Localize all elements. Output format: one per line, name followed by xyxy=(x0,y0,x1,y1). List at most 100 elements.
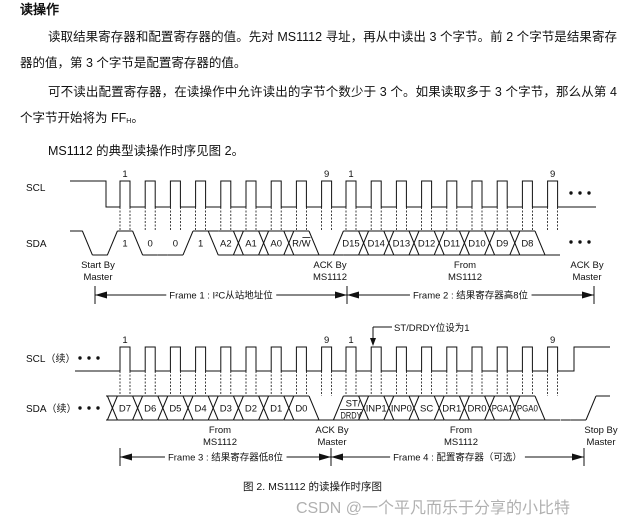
sda-bit-label: D13 xyxy=(393,239,410,250)
sda-bit-label: D12 xyxy=(418,239,435,250)
continuation-dot xyxy=(587,240,591,244)
hex-subscript: H xyxy=(126,118,132,125)
section-heading: 读操作 xyxy=(20,2,60,17)
sda-bit-label: 0 xyxy=(148,239,153,250)
clock-number-label: 9 xyxy=(550,335,555,346)
sda-transition xyxy=(308,395,320,421)
sda-bit-label: D14 xyxy=(367,239,384,250)
sda-bit-label: R/W xyxy=(292,239,311,250)
scl-label: SCL xyxy=(26,183,46,194)
sda-transition xyxy=(458,395,470,421)
clock-number-label: 1 xyxy=(348,335,353,346)
sda-transition xyxy=(408,395,420,421)
sda-transition xyxy=(106,230,118,256)
annotation-label: Master xyxy=(317,437,346,448)
sda-transition xyxy=(332,395,344,421)
sda-bit-label: 1 xyxy=(122,239,127,250)
sda-bit-label: DRDY xyxy=(341,411,363,422)
sda-transition xyxy=(182,395,194,421)
sda-bit-label: D1 xyxy=(270,404,282,415)
sda-transition xyxy=(509,395,521,421)
arrow-right-icon xyxy=(319,453,331,461)
sda-transition xyxy=(358,230,370,256)
sda-transition xyxy=(433,230,445,256)
annotation-label: ACK By xyxy=(570,260,604,271)
continuation-dot xyxy=(569,191,573,195)
annotation-label: ACK By xyxy=(313,260,347,271)
sda-bit-label: D8 xyxy=(521,239,533,250)
sda-bit-label: A1 xyxy=(245,239,257,250)
sda-bit-label: D11 xyxy=(443,239,460,250)
annotation-label: Start By xyxy=(81,260,115,271)
sda-bit-label: A0 xyxy=(270,239,282,250)
sda-bit-label: INP0 xyxy=(391,404,412,415)
continuation-dot xyxy=(578,240,582,244)
sda-transition xyxy=(182,230,194,256)
sda-transition xyxy=(207,230,219,256)
frame-label-background xyxy=(166,289,277,302)
clock-number-label: 1 xyxy=(122,169,127,180)
arrow-down-icon xyxy=(370,338,376,346)
frame-label-background xyxy=(164,451,287,464)
sda-transition xyxy=(132,230,144,256)
clock-number-label: 1 xyxy=(348,169,353,180)
annotation-label: MS1112 xyxy=(444,437,478,448)
arrow-left-icon xyxy=(347,291,359,299)
paragraph-read-description: 读取结果寄存器和配置寄存器的值。先对 MS1112 寻址，再从中读出 3 个字节… xyxy=(20,30,617,70)
sda-bit-label: D6 xyxy=(144,404,156,415)
arrow-right-icon xyxy=(335,291,347,299)
continuation-dot xyxy=(96,356,100,360)
annotation-label: From xyxy=(450,425,472,436)
arrow-right-icon xyxy=(572,453,584,461)
annotation-label: MS1112 xyxy=(203,437,237,448)
annotation-label: ACK By xyxy=(315,425,349,436)
sda-bit-label: D2 xyxy=(245,404,257,415)
sda-bit-label: D5 xyxy=(169,404,181,415)
sda-bit-label: 1 xyxy=(198,239,203,250)
sda-bit-label: A2 xyxy=(220,239,232,250)
frame-label-background xyxy=(409,289,532,302)
annotation-label: Stop By xyxy=(584,425,618,436)
paragraph-figure-reference: MS1112 的典型读操作时序见图 2。 xyxy=(48,144,245,158)
arrow-left-icon xyxy=(120,453,132,461)
sda-transition xyxy=(408,230,420,256)
arrow-left-icon xyxy=(331,453,343,461)
sda-transition xyxy=(258,395,270,421)
continuation-dot xyxy=(87,406,91,410)
sda-bit-label: DR1 xyxy=(442,404,461,415)
sda-bit-label: INP1 xyxy=(366,404,387,415)
figure-caption: 图 2. MS1112 的读操作时序图 xyxy=(243,480,382,493)
sda-transition xyxy=(585,395,597,421)
annotation-label: Master xyxy=(83,272,112,283)
annotation-label: Master xyxy=(572,272,601,283)
frame-label: Frame 4 : 配置寄存器（可选） xyxy=(393,452,522,464)
sda-bit-label: D3 xyxy=(220,404,232,415)
sda-bit-label: D9 xyxy=(496,239,508,250)
sda-bit-label: SC xyxy=(420,404,433,415)
arrow-right-icon xyxy=(582,291,594,299)
sda-transition xyxy=(332,230,344,256)
sda-label: SDA xyxy=(26,239,47,250)
callout-label: ST/DRDY位设为1 xyxy=(394,322,469,334)
clock-number-label: 9 xyxy=(550,169,555,180)
frame-label-background xyxy=(390,451,525,464)
sda-bit-label: ST/ xyxy=(346,399,361,410)
sda-continued-label: SDA（续） xyxy=(26,402,77,415)
sda-bit-label: PGA0 xyxy=(517,404,538,415)
annotation-label: MS1112 xyxy=(313,272,347,283)
scl-continued-label: SCL（续） xyxy=(26,352,75,365)
sda-bit-label: PGA1 xyxy=(492,404,513,415)
sda-transition xyxy=(81,230,93,256)
clock-number-label: 9 xyxy=(324,169,329,180)
annotation-label: Master xyxy=(586,437,615,448)
continuation-dot xyxy=(578,191,582,195)
sda-bit-label: D15 xyxy=(342,239,359,250)
continuation-dot xyxy=(78,406,82,410)
continuation-dot xyxy=(569,240,573,244)
watermark: CSDN @一个平凡而乐于分享的小比特 xyxy=(296,500,571,517)
sda-transition xyxy=(383,395,395,421)
sda-transition xyxy=(358,395,370,421)
sda-transition xyxy=(207,395,219,421)
sda-transition xyxy=(458,230,470,256)
